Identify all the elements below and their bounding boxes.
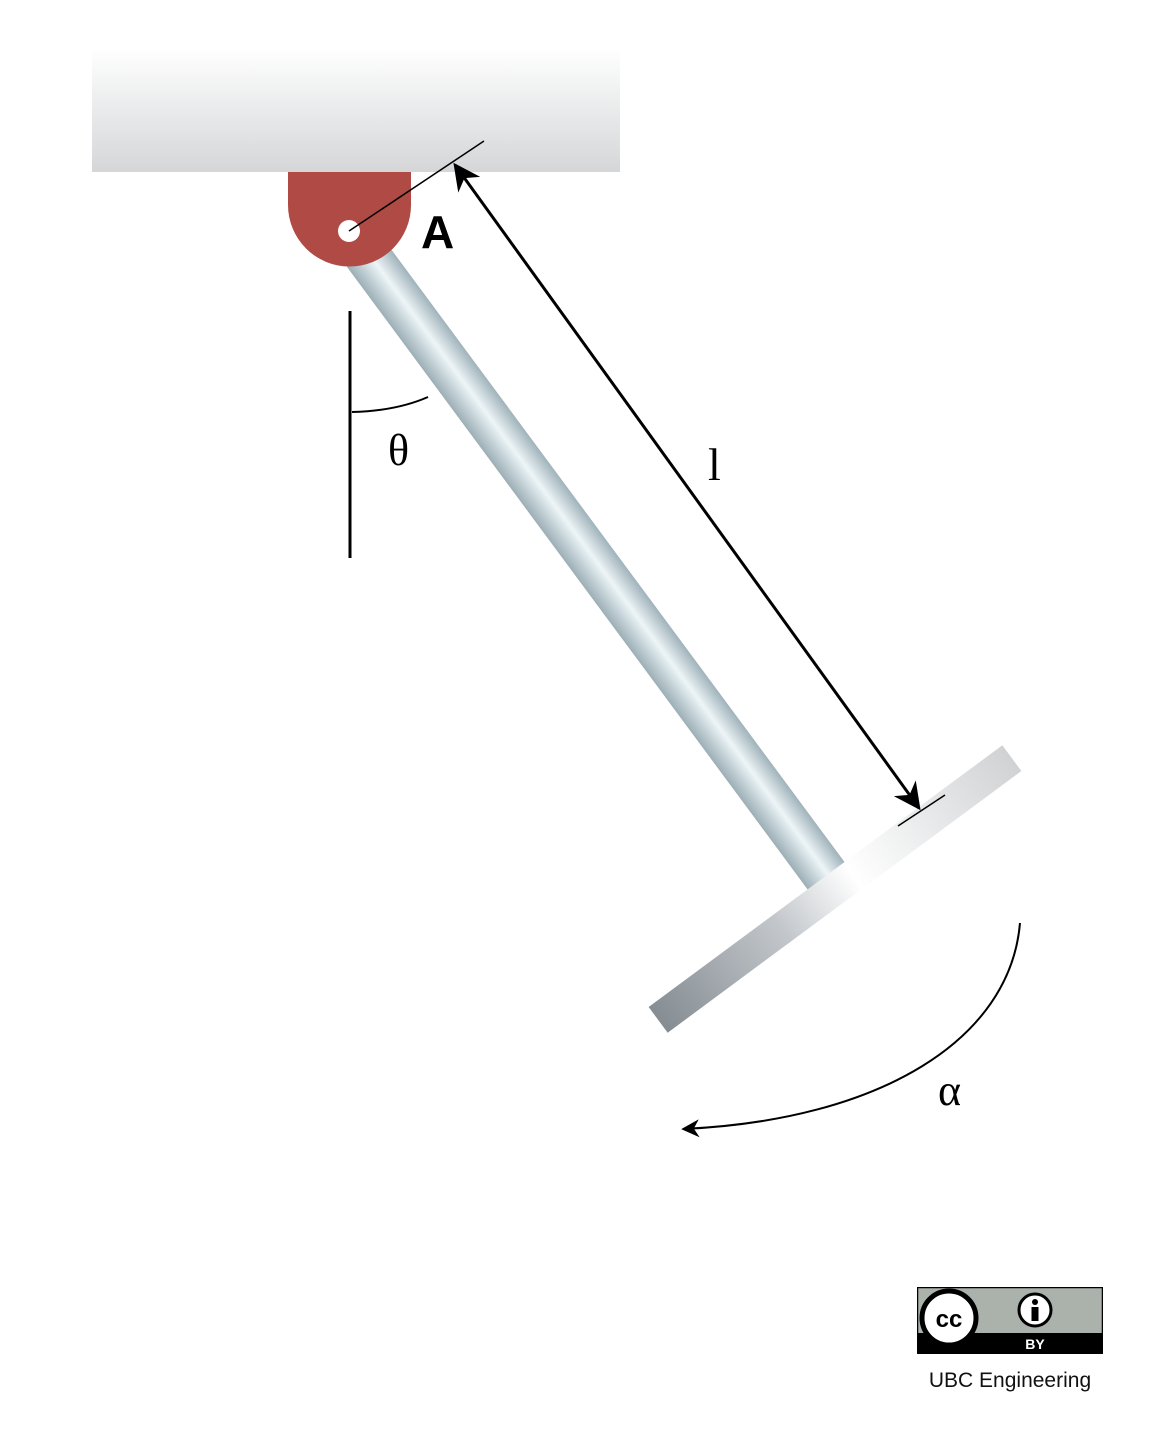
theta-arc: [351, 396, 429, 413]
length-dimension-arrow: [453, 162, 921, 811]
svg-text:cc: cc: [936, 1306, 963, 1333]
cc-icon: [919, 1288, 979, 1348]
badge-by-text: BY: [1025, 1336, 1045, 1352]
ceiling: [92, 48, 620, 172]
extension-tick-plate: [897, 794, 946, 827]
pin-support: [288, 172, 411, 267]
point-a-label: A: [421, 206, 454, 258]
pendulum-rod: [330, 217, 856, 904]
length-label: l: [708, 439, 721, 490]
alpha-label: α: [938, 1066, 961, 1115]
cc-by-badge: cc BY: [917, 1287, 1103, 1354]
extension-line-pivot: [348, 140, 485, 232]
theta-label: θ: [388, 426, 409, 475]
end-plate: [648, 745, 1022, 1033]
alpha-rotation-arrow: [681, 922, 1021, 1138]
credit-text: UBC Engineering: [928, 1369, 1092, 1392]
